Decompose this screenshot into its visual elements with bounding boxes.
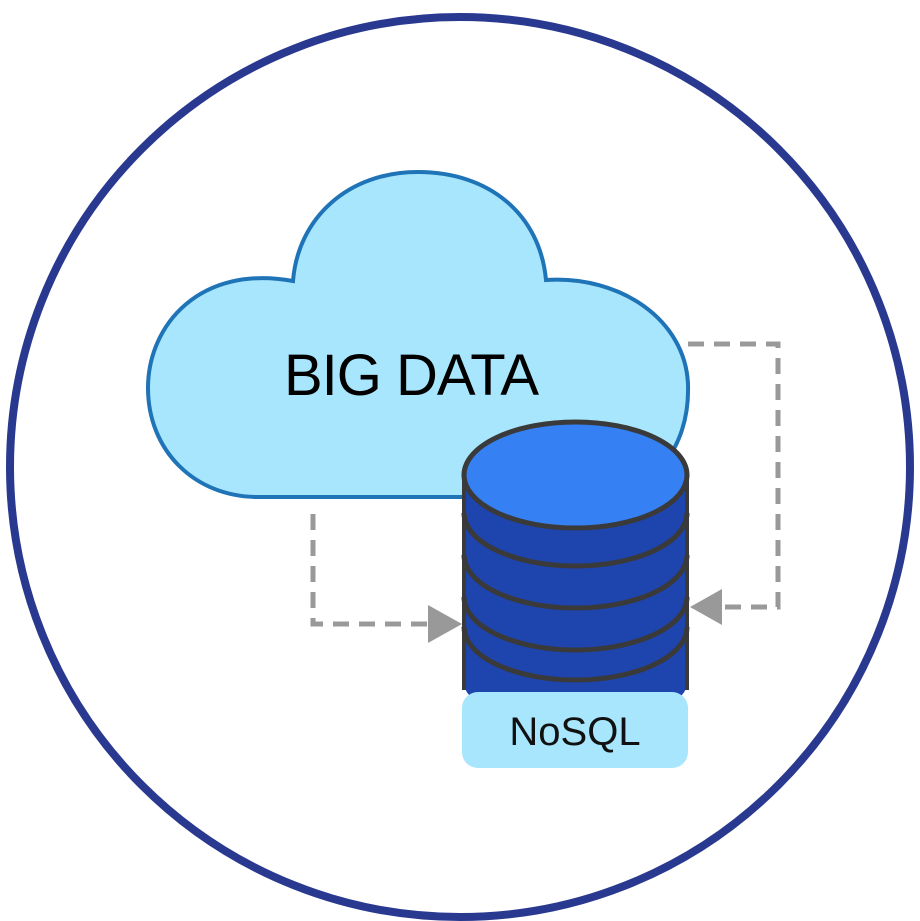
database-ring-1 <box>461 512 690 569</box>
database-top <box>461 419 690 531</box>
database-ring-2 <box>461 554 690 611</box>
cloud-shape <box>145 169 691 499</box>
arrowhead-right <box>690 589 722 625</box>
cloud: BIG DATA <box>145 169 691 499</box>
connector-right <box>688 341 781 625</box>
database-label-box <box>462 692 688 768</box>
database-ring-4 <box>461 626 690 683</box>
database: NoSQL <box>461 419 690 768</box>
database-ring-3 <box>461 596 690 653</box>
connector-left <box>310 514 462 643</box>
cloud-label: BIG DATA <box>284 343 539 408</box>
database-label: NoSQL <box>509 710 640 754</box>
arrowhead-left <box>428 605 462 643</box>
